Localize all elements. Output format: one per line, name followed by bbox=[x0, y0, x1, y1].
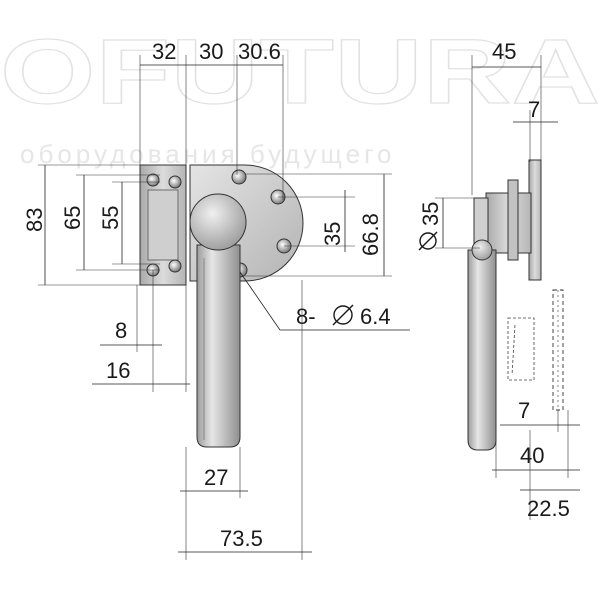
dim-lines-8-16 bbox=[92, 270, 190, 392]
latch-inner-line bbox=[511, 324, 516, 376]
dim-16: 16 bbox=[106, 358, 130, 383]
dim-65: 65 bbox=[60, 206, 85, 230]
dim-30-6: 30.6 bbox=[238, 39, 281, 64]
dim-8: 8 bbox=[115, 318, 127, 343]
side-handle-pivot bbox=[471, 239, 493, 261]
dim-73-5: 73.5 bbox=[220, 526, 263, 551]
dim-lines-side-bottom bbox=[492, 410, 580, 520]
diameter-icon bbox=[418, 231, 438, 251]
dim-7-top: 7 bbox=[528, 97, 540, 122]
dim-83: 83 bbox=[22, 208, 47, 232]
dim-lines-right bbox=[245, 173, 392, 277]
dim-holes-count: 8- bbox=[296, 304, 316, 329]
plate-screw-bottom-right bbox=[168, 259, 182, 273]
dim-35: 35 bbox=[320, 222, 345, 246]
hole-callout bbox=[239, 271, 410, 331]
dim-27: 27 bbox=[204, 465, 228, 490]
watermark-tagline: оборудования будущего bbox=[20, 139, 395, 169]
dim-32: 32 bbox=[152, 39, 176, 64]
handle-lever bbox=[196, 244, 241, 448]
dim-66-8: 66.8 bbox=[358, 213, 383, 256]
plate-inner-face bbox=[147, 189, 179, 261]
latch-outline bbox=[507, 317, 535, 381]
dim-lines-side-dia bbox=[435, 197, 480, 249]
side-clip bbox=[507, 179, 519, 261]
dim-55: 55 bbox=[98, 206, 123, 230]
handle-boss bbox=[189, 193, 247, 251]
side-handle-lever bbox=[467, 249, 497, 451]
dim-35-dia: 35 bbox=[418, 202, 443, 226]
dim-40: 40 bbox=[520, 443, 544, 468]
dim-22-5: 22.5 bbox=[527, 496, 570, 521]
dim-45: 45 bbox=[492, 39, 516, 64]
watermark-brand: OFUTURA bbox=[0, 21, 600, 123]
dim-7-bottom: 7 bbox=[518, 398, 530, 423]
plate-screw-top-left bbox=[146, 173, 160, 187]
rose-screw-top bbox=[231, 169, 247, 185]
dim-30: 30 bbox=[199, 39, 223, 64]
dim-hole-dia: 6.4 bbox=[360, 304, 391, 329]
diameter-icon-holes bbox=[332, 304, 354, 326]
dim-lines-left bbox=[38, 164, 160, 286]
plate-screw-top-right bbox=[168, 175, 182, 189]
dim-lines-bottom bbox=[178, 280, 312, 560]
dim-lines-top bbox=[139, 55, 558, 200]
